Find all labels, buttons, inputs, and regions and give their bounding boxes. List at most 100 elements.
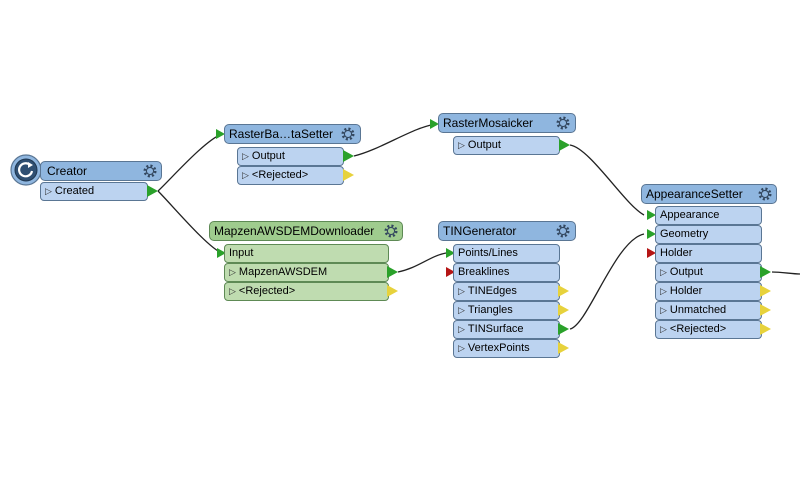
port-label: <Rejected> (251, 169, 309, 181)
output-port-icon[interactable] (147, 185, 158, 197)
input-port-icon[interactable] (647, 229, 656, 239)
rasterbandsetter-node-header[interactable]: RasterBa…taSetter (224, 124, 361, 144)
appearancesetter-port-unmatched[interactable]: ▷Unmatched (655, 301, 762, 320)
appearancesetter-node-header[interactable]: AppearanceSetter (641, 184, 777, 204)
port-label: Created (54, 185, 95, 197)
rejected-port-icon[interactable] (387, 285, 398, 297)
port-label: Holder (660, 247, 693, 259)
rastermosaicker-node-header[interactable]: RasterMosaicker (438, 113, 576, 133)
tingenerator-node-header[interactable]: TINGenerator (438, 221, 576, 241)
rasterbandsetter-port-output[interactable]: ▷Output (237, 147, 344, 166)
creator-title: Creator (47, 164, 88, 178)
rejected-port-icon[interactable] (760, 304, 771, 316)
connection-rasterbandsetter-to-rastermosaicker[interactable] (353, 123, 438, 157)
expand-triangle-icon: ▷ (242, 151, 249, 161)
output-port-icon[interactable] (387, 266, 398, 278)
expand-triangle-icon: ▷ (660, 286, 667, 296)
port-label: TINSurface (467, 323, 524, 335)
port-label: Holder (669, 285, 703, 297)
rejected-port-icon[interactable] (343, 169, 354, 181)
appearancesetter-port-output[interactable]: ▷Output (655, 263, 762, 282)
expand-triangle-icon: ▷ (458, 324, 465, 334)
input-port-icon[interactable] (430, 119, 439, 129)
expand-triangle-icon: ▷ (660, 305, 667, 315)
port-label: Output (467, 139, 501, 151)
gear-icon[interactable] (383, 223, 399, 239)
gear-icon[interactable] (555, 115, 571, 131)
port-label: Unmatched (669, 304, 727, 316)
port-label: Breaklines (458, 266, 510, 278)
appearancesetter-port-rejected[interactable]: ▷<Rejected> (655, 320, 762, 339)
mapzen-node-header[interactable]: MapzenAWSDEMDownloader (209, 221, 403, 241)
port-label: TINEdges (467, 285, 517, 297)
expand-triangle-icon: ▷ (660, 267, 667, 277)
rejected-port-icon[interactable] (558, 285, 569, 297)
required-input-port-icon[interactable] (647, 248, 656, 258)
port-label: MapzenAWSDEM (238, 266, 328, 278)
appearancesetter-title: AppearanceSetter (646, 187, 743, 201)
expand-triangle-icon: ▷ (229, 286, 236, 296)
required-input-port-icon[interactable] (446, 267, 455, 277)
appearancesetter-port-geometry[interactable]: Geometry (655, 225, 762, 244)
port-label: Appearance (660, 209, 720, 221)
rejected-port-icon[interactable] (558, 304, 569, 316)
input-port-icon[interactable] (446, 248, 455, 258)
expand-triangle-icon: ▷ (242, 170, 249, 180)
expand-triangle-icon: ▷ (45, 186, 52, 196)
tingenerator-port-vertexpoints[interactable]: ▷VertexPoints (453, 339, 560, 358)
port-label: Points/Lines (458, 247, 518, 259)
rasterbandsetter-title: RasterBa…taSetter (229, 127, 334, 141)
appearancesetter-port-holder-input[interactable]: Holder (655, 244, 762, 263)
connection-tingenerator-to-appearancesetter[interactable] (569, 233, 645, 330)
tingenerator-port-triangles[interactable]: ▷Triangles (453, 301, 560, 320)
port-label: Input (229, 247, 254, 259)
creator-node-header[interactable]: Creator (40, 161, 162, 181)
expand-triangle-icon: ▷ (229, 267, 236, 277)
port-label: <Rejected> (238, 285, 296, 297)
rejected-port-icon[interactable] (760, 323, 771, 335)
mapzen-title: MapzenAWSDEMDownloader (214, 224, 375, 238)
output-port-icon[interactable] (558, 323, 569, 335)
expand-triangle-icon: ▷ (458, 305, 465, 315)
output-port-icon[interactable] (760, 266, 771, 278)
port-label: Triangles (467, 304, 513, 316)
rejected-port-icon[interactable] (760, 285, 771, 297)
port-label: VertexPoints (467, 342, 530, 354)
port-label: Output (251, 150, 285, 162)
expand-triangle-icon: ▷ (660, 324, 667, 334)
connection-appearancesetter-output[interactable] (771, 271, 800, 275)
input-port-icon[interactable] (216, 129, 225, 139)
expand-triangle-icon: ▷ (458, 286, 465, 296)
tingenerator-port-tinsurface[interactable]: ▷TINSurface (453, 320, 560, 339)
creator-icon (10, 154, 42, 186)
tingenerator-title: TINGenerator (443, 224, 517, 238)
mapzen-port-input[interactable]: Input (224, 244, 389, 263)
appearancesetter-port-holder-output[interactable]: ▷Holder (655, 282, 762, 301)
output-port-icon[interactable] (559, 139, 570, 151)
connection-mapzen-to-tingenerator[interactable] (397, 252, 447, 273)
connection-creator-to-rasterbandsetter[interactable] (157, 133, 223, 192)
creator-port-created[interactable]: ▷Created (40, 182, 148, 201)
port-label: <Rejected> (669, 323, 727, 335)
gear-icon[interactable] (340, 126, 356, 142)
rastermosaicker-port-output[interactable]: ▷Output (453, 136, 560, 155)
rasterbandsetter-port-rejected[interactable]: ▷<Rejected> (237, 166, 344, 185)
gear-icon[interactable] (757, 186, 773, 202)
input-port-icon[interactable] (647, 210, 656, 220)
expand-triangle-icon: ▷ (458, 343, 465, 353)
rejected-port-icon[interactable] (558, 342, 569, 354)
tingenerator-port-pointslines[interactable]: Points/Lines (453, 244, 560, 263)
tingenerator-port-breaklines[interactable]: Breaklines (453, 263, 560, 282)
output-port-icon[interactable] (343, 150, 354, 162)
mapzen-port-mapzenawsdem[interactable]: ▷MapzenAWSDEM (224, 263, 389, 282)
expand-triangle-icon: ▷ (458, 140, 465, 150)
rastermosaicker-title: RasterMosaicker (443, 116, 534, 130)
tingenerator-port-tinedges[interactable]: ▷TINEdges (453, 282, 560, 301)
connection-rastermosaicker-to-appearancesetter[interactable] (569, 144, 645, 216)
gear-icon[interactable] (555, 223, 571, 239)
mapzen-port-rejected[interactable]: ▷<Rejected> (224, 282, 389, 301)
gear-icon[interactable] (142, 163, 158, 179)
port-label: Output (669, 266, 703, 278)
input-port-icon[interactable] (217, 248, 226, 258)
appearancesetter-port-appearance[interactable]: Appearance (655, 206, 762, 225)
